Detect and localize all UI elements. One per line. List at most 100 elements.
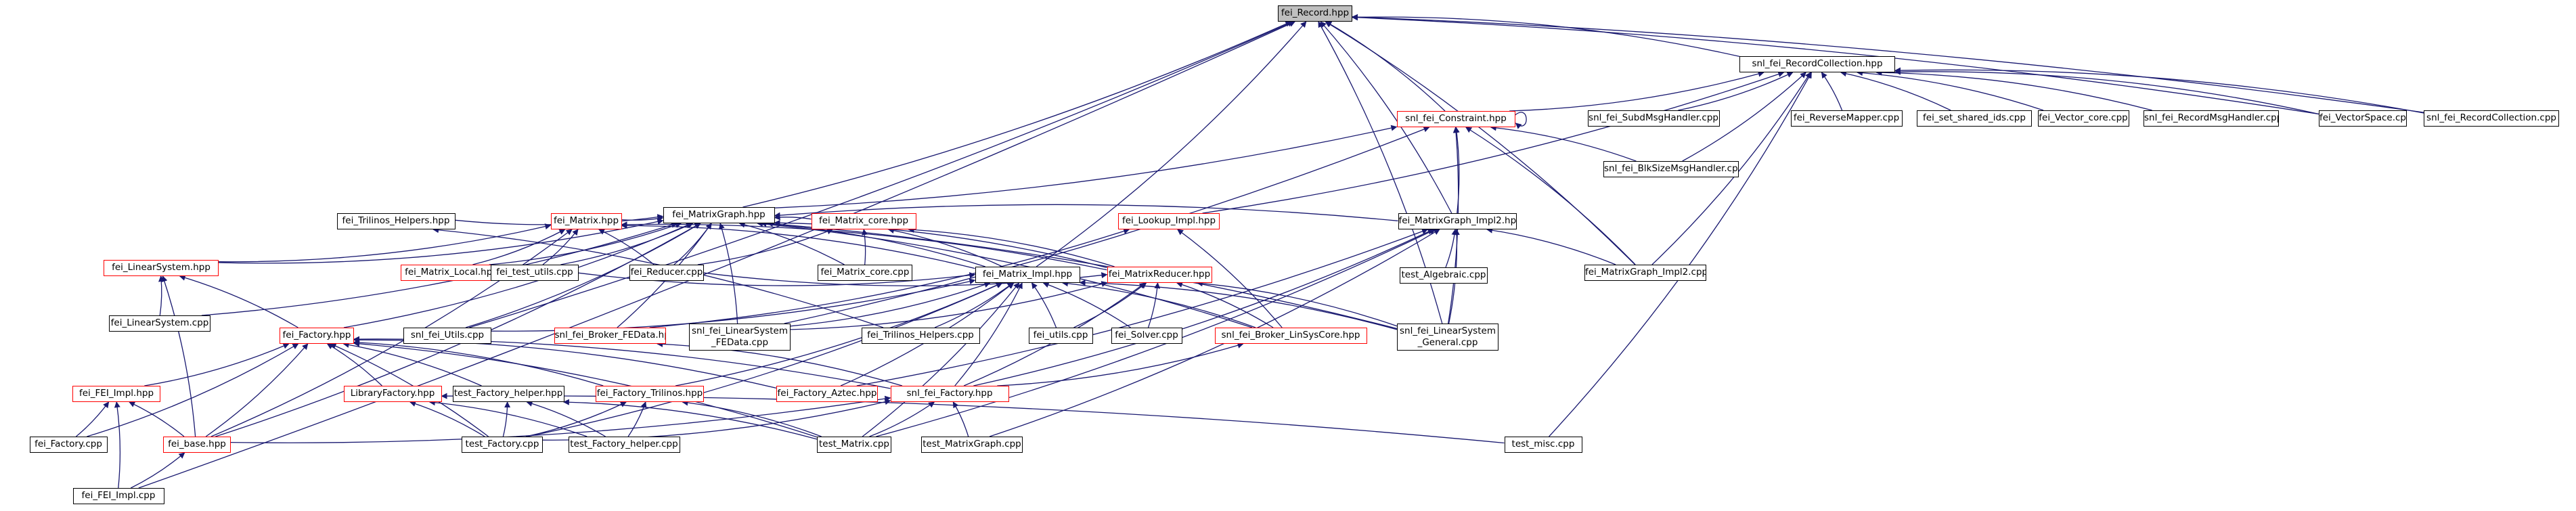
graph-node[interactable]: snl_fei_Broker_FEData.hpp (554, 328, 666, 344)
graph-node[interactable]: fei_MatrixGraph.hpp (663, 207, 775, 223)
graph-node[interactable]: fei_FEI_Impl.cpp (72, 488, 164, 504)
dependency-edge (862, 229, 868, 265)
dependency-edge (472, 229, 566, 265)
dependency-edge (161, 275, 196, 437)
dependency-edge (1465, 127, 1636, 265)
graph-node[interactable]: fei_base.hpp (163, 437, 231, 453)
dependency-edge (179, 275, 298, 328)
dependency-edge (1445, 229, 1458, 268)
graph-node[interactable]: snl_fei_Constraint.hpp (1396, 111, 1515, 127)
dependency-edge (353, 339, 604, 386)
dependency-edge (856, 228, 1429, 386)
graph-node[interactable]: snl_fei_Factory.hpp (890, 386, 1009, 402)
graph-node[interactable]: fei_Factory.hpp (280, 328, 354, 344)
graph-node[interactable]: fei_Trilinos_Helpers.hpp (336, 213, 456, 229)
graph-node[interactable]: fei_FEI_Impl.hpp (72, 386, 160, 402)
graph-node[interactable]: snl_fei_LinearSystem_General.cpp (1397, 324, 1498, 351)
graph-node[interactable]: fei_MatrixGraph_Impl2.hpp (1398, 213, 1517, 229)
graph-node[interactable]: fei_Matrix_Local.hpp (401, 265, 502, 281)
graph-node[interactable]: fei_Matrix_core.hpp (811, 213, 916, 229)
graph-node[interactable]: LibraryFactory.hpp (343, 386, 442, 402)
dependency-edge (1894, 68, 2319, 115)
graph-node[interactable]: test_Factory.cpp (462, 437, 543, 453)
graph-node[interactable]: test_Algebraic.cpp (1400, 267, 1488, 284)
graph-node[interactable]: fei_VectorSpace.cpp (2319, 110, 2407, 127)
dependency-edge (784, 126, 1430, 324)
graph-node[interactable]: fei_Matrix_Impl.hpp (975, 267, 1080, 283)
dependency-edge (330, 343, 489, 437)
dependency-edge (1036, 21, 1307, 267)
dependency-edge (1031, 282, 1057, 328)
dependency-edge (1147, 282, 1161, 328)
node-label-line: snl_fei_LinearSystem (692, 326, 788, 336)
dependency-edge (138, 21, 1296, 489)
dependency-edge (1062, 280, 1256, 328)
dependency-edge (1486, 227, 1616, 265)
dependency-edge (353, 340, 818, 438)
graph-node[interactable]: snl_fei_BlkSizeMsgHandler.cpp (1603, 161, 1739, 177)
dependency-edge (502, 401, 511, 437)
graph-node[interactable]: test_MatrixGraph.cpp (921, 437, 1023, 453)
graph-node[interactable]: fei_MatrixGraph_Impl2.cpp (1584, 265, 1706, 281)
dependency-edge (1515, 112, 1527, 129)
dependency-edge (774, 125, 1398, 208)
dependency-edge (774, 204, 1398, 221)
graph-node[interactable]: fei_test_utils.cpp (491, 265, 579, 281)
graph-node[interactable]: fei_LinearSystem.hpp (104, 260, 219, 276)
dependency-edge (230, 395, 891, 443)
graph-node[interactable]: fei_Reducer.cpp (629, 265, 704, 281)
dependency-edge (697, 228, 833, 265)
graph-node[interactable]: fei_Factory.cpp (29, 437, 108, 453)
graph-node[interactable]: fei_Lookup_Impl.hpp (1118, 213, 1220, 229)
dependency-edge (525, 401, 627, 437)
dependency-edge (869, 401, 935, 437)
graph-node[interactable]: snl_fei_RecordMsgHandler.cpp (2144, 110, 2279, 127)
dependency-edge (527, 282, 1003, 437)
dependency-edge (210, 229, 573, 437)
dependency-edge (1678, 72, 1794, 111)
graph-node[interactable]: snl_fei_RecordCollection.cpp (2424, 110, 2559, 127)
dependency-edge (218, 223, 552, 263)
graph-node[interactable]: test_Factory_helper.cpp (568, 437, 680, 453)
dependency-edge (1073, 282, 1147, 328)
graph-node[interactable]: test_Matrix.cpp (817, 437, 891, 453)
dependency-edge (649, 228, 1130, 328)
dependency-edge (1177, 229, 1283, 328)
graph-node[interactable]: fei_LinearSystem.cpp (109, 315, 210, 332)
dependency-edge (560, 223, 694, 265)
graph-node[interactable]: fei_MatrixReducer.hpp (1107, 267, 1212, 283)
dependency-edge (621, 215, 664, 222)
graph-node[interactable]: fei_Factory_Aztec.hpp (776, 386, 878, 402)
dependency-edge (409, 401, 485, 437)
dependency-edge (353, 336, 891, 389)
dependency-edge (1325, 21, 1446, 112)
dependency-edge (1894, 67, 2424, 114)
graph-node[interactable]: fei_Matrix.hpp (550, 213, 622, 229)
graph-node[interactable]: snl_fei_Utils.cpp (403, 328, 491, 344)
dependency-edge (738, 221, 845, 265)
dependency-edge (673, 223, 712, 265)
dependency-edge (790, 281, 1108, 330)
graph-node[interactable]: test_misc.cpp (1504, 437, 1582, 453)
dependency-edge (1042, 282, 1131, 328)
graph-node[interactable]: fei_set_shared_ids.cpp (1917, 110, 2032, 127)
dependency-edge (1352, 14, 2319, 115)
graph-node[interactable]: fei_Record.hpp (1278, 5, 1352, 22)
graph-node[interactable]: snl_fei_RecordCollection.hpp (1739, 56, 1895, 72)
graph-node[interactable]: fei_utils.cpp (1028, 328, 1093, 344)
graph-node[interactable]: snl_fei_Broker_LinSysCore.hpp (1214, 328, 1367, 344)
graph-node[interactable]: test_Factory_helper.hpp (452, 386, 564, 402)
graph-node[interactable]: fei_Vector_core.cpp (2037, 110, 2129, 127)
dependency-edge (75, 401, 110, 437)
graph-node[interactable]: snl_fei_LinearSystem_FEData.cpp (689, 324, 791, 351)
graph-node[interactable]: fei_Factory_Trilinos.hpp (596, 386, 704, 402)
graph-node[interactable]: fei_Matrix_core.cpp (818, 265, 912, 281)
dependency-edge (887, 227, 1003, 267)
graph-node[interactable]: fei_Trilinos_Helpers.cpp (861, 328, 980, 344)
dependency-edge (742, 21, 1292, 208)
dependency-edge (526, 401, 606, 437)
graph-node[interactable]: snl_fei_SubdMsgHandler.cpp (1587, 110, 1720, 127)
graph-node[interactable]: fei_Solver.cpp (1111, 328, 1182, 344)
dependency-edge (973, 229, 1434, 386)
graph-node[interactable]: fei_ReverseMapper.cpp (1790, 110, 1903, 127)
